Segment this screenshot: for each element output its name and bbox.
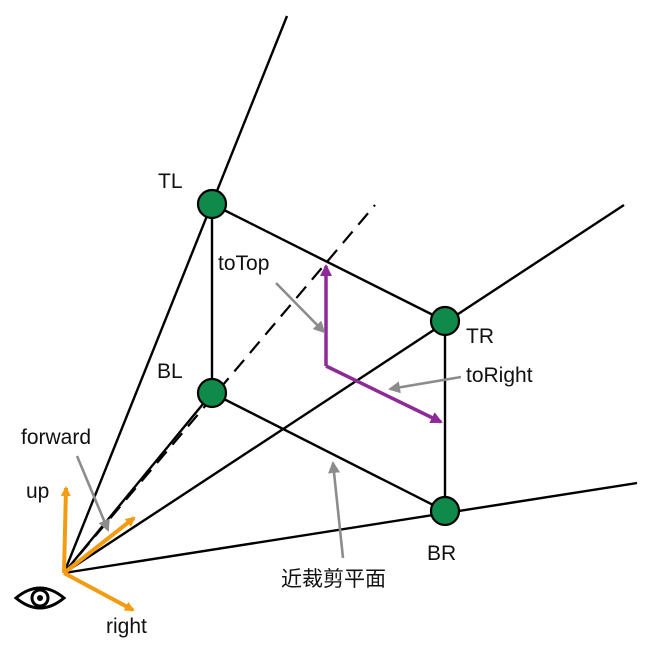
corner-tr-point <box>429 305 461 337</box>
corner-bl-point <box>196 377 228 409</box>
corner-tl-point <box>196 188 228 220</box>
near-plane-label: 近裁剪平面 <box>281 567 386 591</box>
eye-icon <box>13 586 67 610</box>
to-top-pointer <box>275 282 326 334</box>
up-axis-arrow <box>60 486 71 574</box>
frustum-rays <box>62 15 638 575</box>
corner-br-label: BR <box>427 542 456 565</box>
up-label: up <box>26 480 49 503</box>
to-top-label: toTop <box>218 252 269 275</box>
ray-top-left <box>62 15 289 574</box>
to-right-label: toRight <box>466 364 533 387</box>
edge-bottom <box>211 391 446 513</box>
corner-tr-label: TR <box>466 325 494 348</box>
corner-points <box>196 188 461 527</box>
corner-br-point <box>429 495 461 527</box>
forward-pointer <box>75 455 110 532</box>
plane-vectors <box>320 264 443 424</box>
pointer-arrows <box>75 282 462 559</box>
to-right-vector <box>325 364 443 424</box>
right-label: right <box>106 615 147 638</box>
ray-bottom-right <box>63 481 638 575</box>
near-plane-edges <box>210 202 447 513</box>
right-axis-arrow <box>63 571 135 612</box>
edge-top <box>211 202 446 323</box>
camera-axes <box>60 486 136 612</box>
corner-tl-label: TL <box>158 170 183 193</box>
corner-bl-label: BL <box>157 360 183 383</box>
forward-axis-arrow <box>62 516 136 575</box>
near-plane-pointer <box>328 461 345 559</box>
ray-top-right <box>63 203 625 575</box>
forward-label: forward <box>21 426 91 449</box>
to-right-pointer <box>388 375 462 394</box>
